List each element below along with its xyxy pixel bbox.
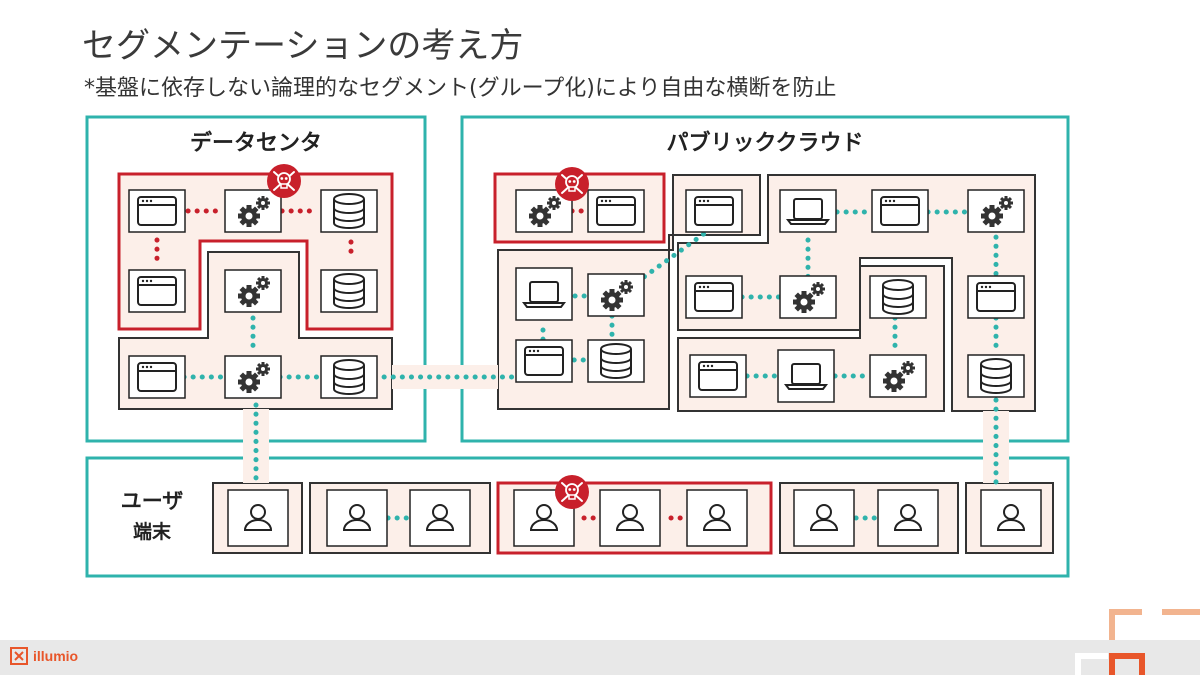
brand-corner-decoration — [1109, 609, 1200, 650]
uplink-corridor-left — [243, 409, 269, 483]
brand-logo: illumio — [10, 647, 78, 665]
endpoint-label-line1: ユーザ — [121, 489, 184, 513]
laptop-icon — [785, 363, 827, 390]
database-icon — [882, 279, 914, 315]
app-window-icon — [596, 196, 636, 226]
brand-name: illumio — [33, 648, 79, 664]
allowed-flows — [181, 209, 999, 521]
laptop-icon — [523, 281, 565, 308]
laptop-icon — [787, 198, 829, 225]
skull-icon — [554, 474, 590, 510]
app-window-icon — [137, 276, 177, 306]
app-window-icon — [698, 361, 738, 391]
app-window-icon — [137, 362, 177, 392]
skull-icon — [266, 163, 302, 199]
skull-icon — [554, 166, 590, 202]
brand-corner-bottom — [1075, 653, 1145, 675]
app-window-icon — [694, 282, 734, 312]
illumio-logo-icon — [10, 647, 28, 665]
segment-cloud-b — [677, 174, 1036, 412]
footer-bar — [0, 640, 1200, 675]
blocked-flows — [154, 208, 689, 521]
database-icon — [333, 193, 365, 229]
page-title: セグメンテーションの考え方 — [82, 26, 524, 66]
database-icon — [333, 273, 365, 309]
app-window-icon — [976, 282, 1016, 312]
app-window-icon — [524, 346, 564, 376]
app-window-icon — [694, 196, 734, 226]
database-icon — [333, 359, 365, 395]
database-icon — [980, 358, 1012, 394]
endpoint-label-line2: 端末 — [133, 520, 172, 543]
cloud-label: パブリッククラウド — [666, 130, 863, 156]
page-subtitle: *基盤に依存しない論理的なセグメント(グループ化)により自由な横断を防止 — [84, 76, 837, 101]
database-icon — [600, 343, 632, 379]
app-window-icon — [137, 196, 177, 226]
datacenter-label: データセンタ — [190, 130, 322, 156]
app-window-icon — [880, 196, 920, 226]
